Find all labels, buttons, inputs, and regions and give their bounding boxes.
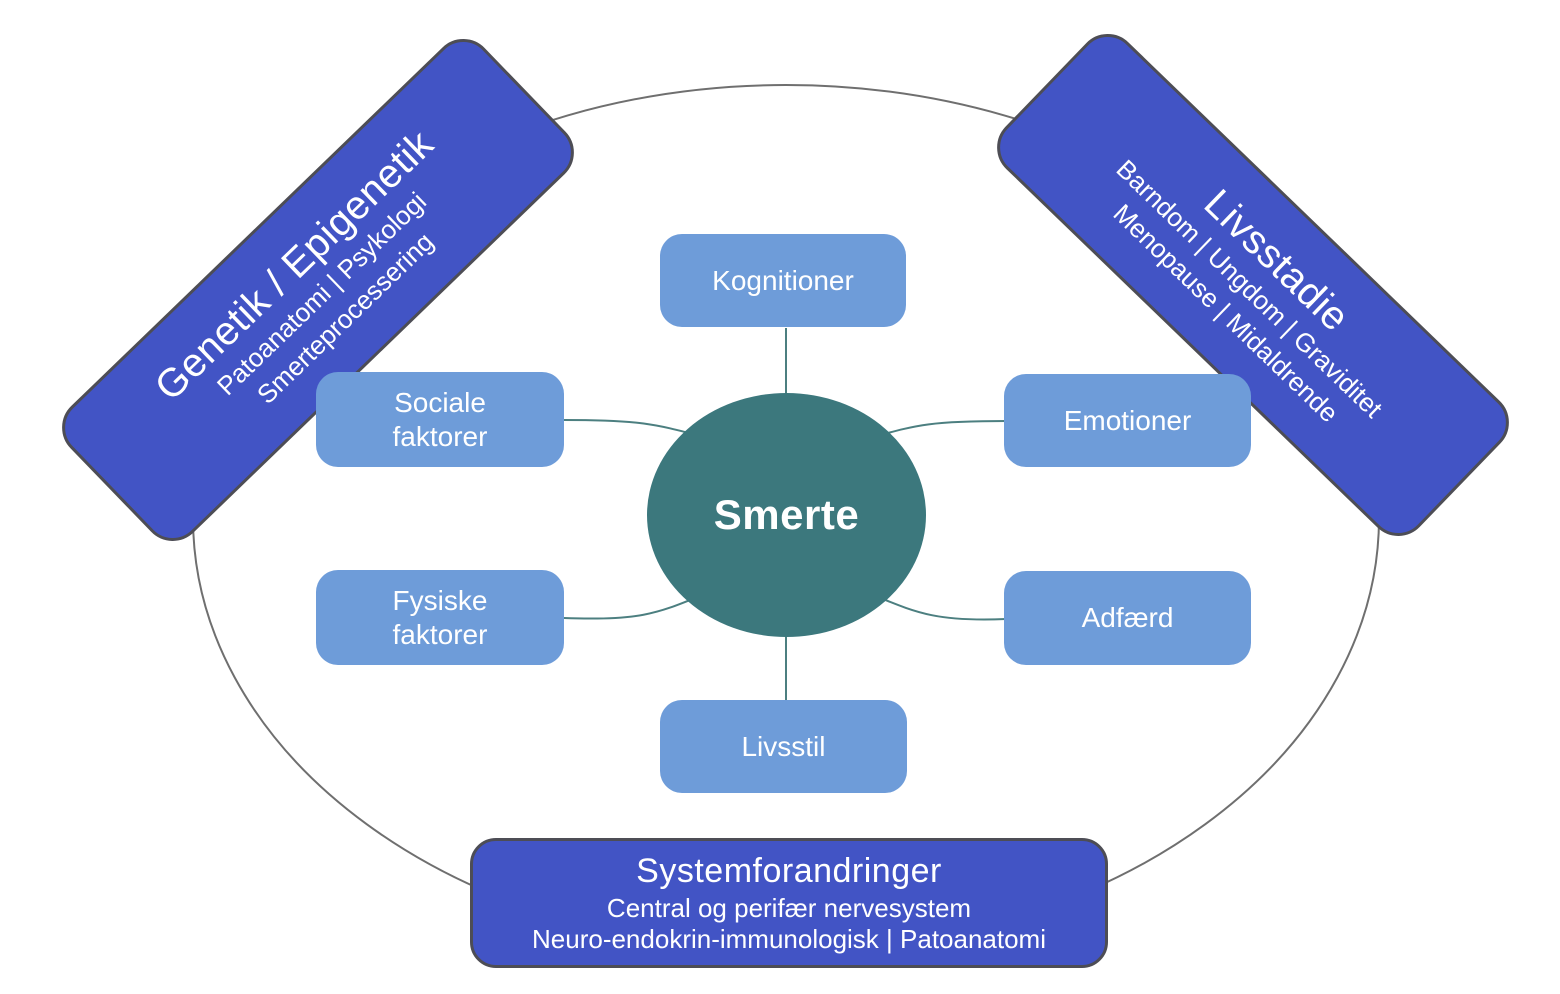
banner-subtitle: Neuro-endokrin-immunologisk | Patoanatom… [532,924,1046,955]
connector-emotioner [872,420,1008,438]
banner-systemforandringer: Systemforandringer Central og perifær ne… [470,838,1108,968]
node-livsstil: Livsstil [660,700,907,793]
node-label: Emotioner [1063,404,1192,436]
connector-fysiske-faktorer [563,595,701,620]
node-adfaerd: Adfærd [1004,571,1251,665]
node-label: Sociale faktorer [392,386,488,452]
connector-adfaerd [872,594,1007,621]
node-label: Fysiske faktorer [392,584,488,650]
node-sociale-faktorer: Sociale faktorer [316,372,564,467]
node-label: Kognitioner [712,264,854,296]
center-node-smerte: Smerte [647,393,926,637]
node-label: Adfærd [1081,602,1174,634]
connector-sociale-faktorer [563,419,701,437]
banner-title: Systemforandringer [636,852,942,891]
banner-subtitle: Central og perifær nervesystem [606,892,972,923]
node-emotioner: Emotioner [1004,374,1251,467]
node-fysiske-faktorer: Fysiske faktorer [316,570,564,665]
node-kognitioner: Kognitioner [660,234,906,327]
center-label: Smerte [713,491,860,538]
node-label: Livsstil [741,730,826,762]
